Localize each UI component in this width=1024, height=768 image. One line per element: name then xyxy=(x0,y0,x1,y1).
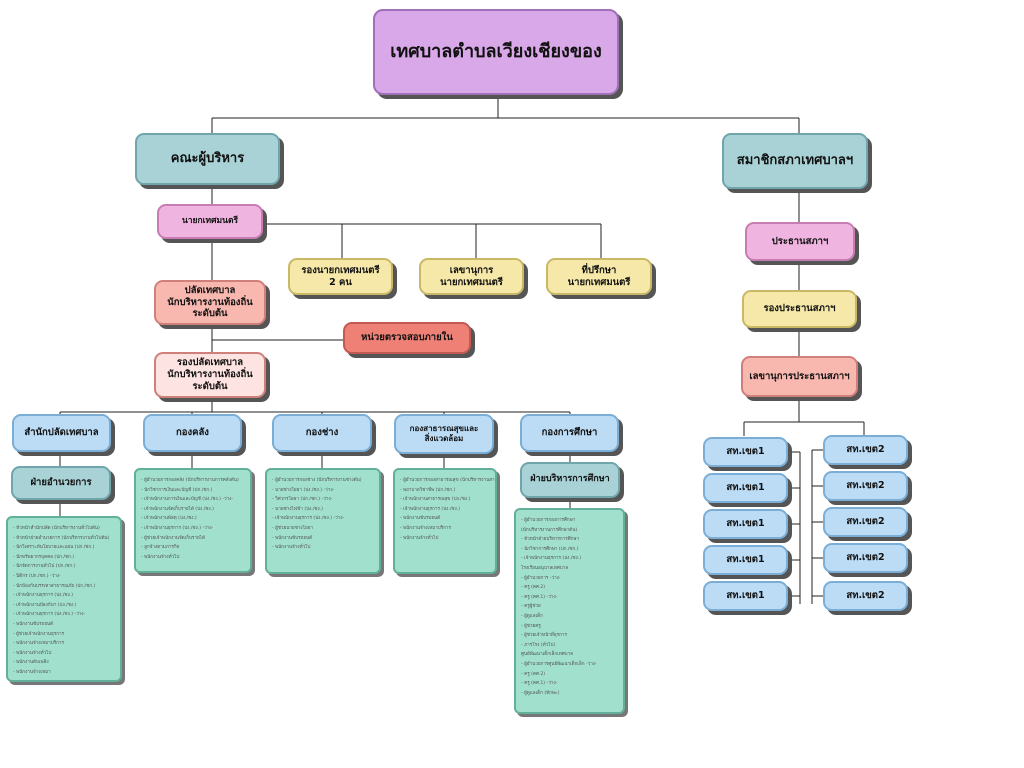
member-zone1: สท.เขต1 xyxy=(703,509,788,539)
list-item: - พนักงานขับรถยนต์ xyxy=(272,535,313,541)
list-item: - ครู (คศ.2) xyxy=(521,671,546,677)
list-item: - ผู้ช่วยเจ้าพนักงานธุรการ xyxy=(13,631,65,637)
council-vice-chair-box: รองประธานสภาฯ xyxy=(742,290,857,328)
list-item: - หัวหน้าฝ่ายอำนวยการ (นักบริหารงานทั่วไ… xyxy=(13,535,110,541)
council-chair-box: ประธานสภาฯ xyxy=(745,222,855,261)
list-item: - พนักงานจ้างทั่วไป xyxy=(141,554,180,560)
staff-list-engineering: - ผู้อำนวยการกองช่าง (นักบริหารงานช่างต้… xyxy=(265,468,381,574)
list-item: โรงเรียนอนุบาลเทศบาล xyxy=(521,565,569,571)
list-item: - ภารโรง (ทั่วไป) xyxy=(521,642,556,648)
list-item: - วิศวกรโยธา (ปก./ชก.) -ว่าง- xyxy=(272,497,333,503)
list-item: - นิติกร (ปก./ชก.) -ว่าง- xyxy=(13,573,61,579)
list-item: - พนักงานขับรถยนต์ xyxy=(400,516,441,522)
list-item: - นักทรัพยากรบุคคล (ปก./ชก.) xyxy=(13,554,75,560)
list-item: - นักจัดการงานทั่วไป (ปก./ชก.) xyxy=(13,564,76,570)
list-item: - นักวิเคราะห์นโยบายและแผน (ปก./ชก.) xyxy=(13,545,95,551)
staff-list-public-health: - ผู้อำนวยการกองสาธารณสุข (นักบริหารงานส… xyxy=(393,468,497,574)
member-zone2: สท.เขต2 xyxy=(823,471,908,501)
list-item: - หัวหน้าฝ่ายบริหารการศึกษา xyxy=(521,537,580,543)
list-item: - ผู้อำนวยการกองช่าง (นักบริหารงานช่างต้… xyxy=(272,478,362,483)
staff-list-finance: - ผู้อำนวยการกองคลัง (นักบริหารงานการคลั… xyxy=(134,468,252,573)
list-item: - เจ้าพนักงานธุรการ (ปง./ชง.) -ว่าง- xyxy=(13,612,86,618)
list-item: - พนักงานจ้างเหมาบริการ xyxy=(13,641,64,647)
list-item: - เจ้าพนักงานพัสดุ (ปง./ชง.) xyxy=(141,516,197,522)
staff-list-education: - ผู้อำนวยการกองการศึกษา (นักบริหารงานกา… xyxy=(514,508,625,714)
list-item: - นักวิชาการเงินและบัญชี (ปก./ชก.) xyxy=(141,487,213,493)
list-item: - พนักงานจ้างทั่วไป xyxy=(400,535,439,541)
executives-box: คณะผู้บริหาร xyxy=(135,133,280,185)
mayor-advisor-box: ที่ปรึกษา นายกเทศมนตรี xyxy=(546,258,652,295)
municipal-clerk-box: ปลัดเทศบาล นักบริหารงานท้องถิ่น ระดับต้น xyxy=(154,280,266,325)
list-item: - พนักงานจ้างทั่วไป xyxy=(272,545,311,551)
list-item: - เจ้าพนักงานธุรการ (ปง./ชง.) xyxy=(13,593,74,599)
member-zone2: สท.เขต2 xyxy=(823,581,908,611)
list-item: - พนักงานขับรถยนต์ xyxy=(13,621,54,627)
list-item: - พนักงานจ้างเหมา xyxy=(13,669,51,675)
list-item: - เจ้าพนักงานธุรการ (ปง./ชง.) -ว่าง- xyxy=(272,516,345,522)
list-item: - นักวิชาการศึกษา (ปก./ชก.) xyxy=(521,546,579,552)
deputy-clerk-box: รองปลัดเทศบาล นักบริหารงานท้องถิ่น ระดับ… xyxy=(154,352,266,398)
list-item: - ผู้อำนวยการ -ว่าง- xyxy=(521,575,561,581)
council-box: สมาชิกสภาเทศบาลฯ xyxy=(722,133,868,189)
member-zone2: สท.เขต2 xyxy=(823,507,908,537)
dept-public-health: กองสาธารณสุขและ สิ่งแวดล้อม xyxy=(394,414,494,454)
list-item: - ผู้อำนวยการกองสาธารณสุข (นักบริหารงานส… xyxy=(400,478,495,483)
list-item: - ผู้ดูแลเด็ก (ทักษะ) xyxy=(521,690,560,696)
list-item: - ครู (คศ.2) xyxy=(521,585,546,591)
member-zone2: สท.เขต2 xyxy=(823,543,908,573)
dept-clerk-office: สำนักปลัดเทศบาล xyxy=(12,414,111,452)
member-zone1: สท.เขต1 xyxy=(703,545,788,575)
list-item: - เจ้าพนักงานป้องกันฯ (ปง./ชง.) xyxy=(13,602,77,608)
list-item: (นักบริหารงานการศึกษาต้น) xyxy=(521,527,578,533)
list-item: - ครู (คศ.1) -ว่าง- xyxy=(521,594,558,600)
member-zone1: สท.เขต1 xyxy=(703,437,788,467)
list-item: - ผู้ช่วยเจ้าพนักงานจัดเก็บรายได้ xyxy=(141,535,205,541)
mayor-box: นายกเทศมนตรี xyxy=(157,204,263,239)
list-item: - นักป้องกันบรรเทาสาธารณภัย (ปก./ชก.) xyxy=(13,583,96,589)
list-item: - เจ้าพนักงานสาธารณสุข (ปง./ชง.) xyxy=(400,497,471,503)
list-item: - ผู้ดูแลเด็ก xyxy=(521,613,543,619)
list-item: - ผู้ช่วยครู xyxy=(521,623,541,629)
member-zone2: สท.เขต2 xyxy=(823,435,908,465)
list-item: - ผู้ช่วยนายช่างโยธา xyxy=(272,525,314,531)
edu-admin-section-box: ฝ่ายบริหารการศึกษา xyxy=(520,462,620,498)
dept-engineering: กองช่าง xyxy=(272,414,372,452)
dept-finance: กองคลัง xyxy=(143,414,242,452)
list-item: ศูนย์พัฒนาเด็กเล็กเทศบาล xyxy=(521,652,573,658)
list-item: - ผู้อำนวยการกองคลัง (นักบริหารงานการคลั… xyxy=(141,478,239,483)
staff-list-clerk-office: - หัวหน้าสำนักปลัด (นักบริหารงานทั่วไปต้… xyxy=(6,516,122,682)
list-item: - ครูผู้ช่วย xyxy=(521,604,541,610)
list-item: - เจ้าพนักงานธุรการ (ปง./ชง.) -ว่าง- xyxy=(141,525,214,531)
list-item: - ผู้อำนวยการศูนย์พัฒนาเด็กเล็ก -ว่าง- xyxy=(521,661,597,667)
list-item: - พนักงานจ้างเหมาบริการ xyxy=(400,525,451,531)
admin-section-box: ฝ่ายอำนวยการ xyxy=(11,466,111,500)
list-item: - เจ้าพนักงานธุรการ (ปง./ชง.) xyxy=(400,506,461,512)
mayor-secretary-box: เลขานุการ นายกเทศมนตรี xyxy=(419,258,524,295)
list-item: - พนักงานดับเพลิง xyxy=(13,660,49,666)
member-zone1: สท.เขต1 xyxy=(703,581,788,611)
list-item: - นายช่างโยธา (ปง./ชง.) -ว่าง- xyxy=(272,487,335,493)
list-item: - เจ้าพนักงานธุรการ (ปง./ชง.) xyxy=(521,556,582,562)
list-item: - ผู้อำนวยการกองการศึกษา xyxy=(521,518,576,523)
deputy-mayor-box: รองนายกเทศมนตรี 2 คน xyxy=(288,258,393,295)
member-zone1: สท.เขต1 xyxy=(703,473,788,503)
internal-audit-box: หน่วยตรวจสอบภายใน xyxy=(343,322,471,354)
list-item: - ครู (คศ.1) -ว่าง- xyxy=(521,681,558,687)
dept-education: กองการศึกษา xyxy=(520,414,619,452)
list-item: - พยาบาลวิชาชีพ (ปก./ชก.) xyxy=(400,487,456,493)
list-item: - เจ้าพนักงานการเงินและบัญชี (ปง./ชง.) -… xyxy=(141,497,234,503)
list-item: - พนักงานจ้างทั่วไป xyxy=(13,650,52,656)
list-item: - เจ้าพนักงานจัดเก็บรายได้ (ปง./ชง.) xyxy=(141,506,214,512)
org-title: เทศบาลตำบลเวียงเชียงของ xyxy=(373,9,619,95)
list-item: - นายช่างไฟฟ้า (ปง./ชง.) xyxy=(272,506,323,512)
list-item: - ลูกจ้างตามภารกิจ xyxy=(141,545,180,551)
list-item: - หัวหน้าสำนักปลัด (นักบริหารงานทั่วไปต้… xyxy=(13,526,100,531)
list-item: - ผู้ช่วยเจ้าหน้าที่ธุรการ xyxy=(521,633,567,639)
council-secretary-box: เลขานุการประธานสภาฯ xyxy=(741,356,858,397)
